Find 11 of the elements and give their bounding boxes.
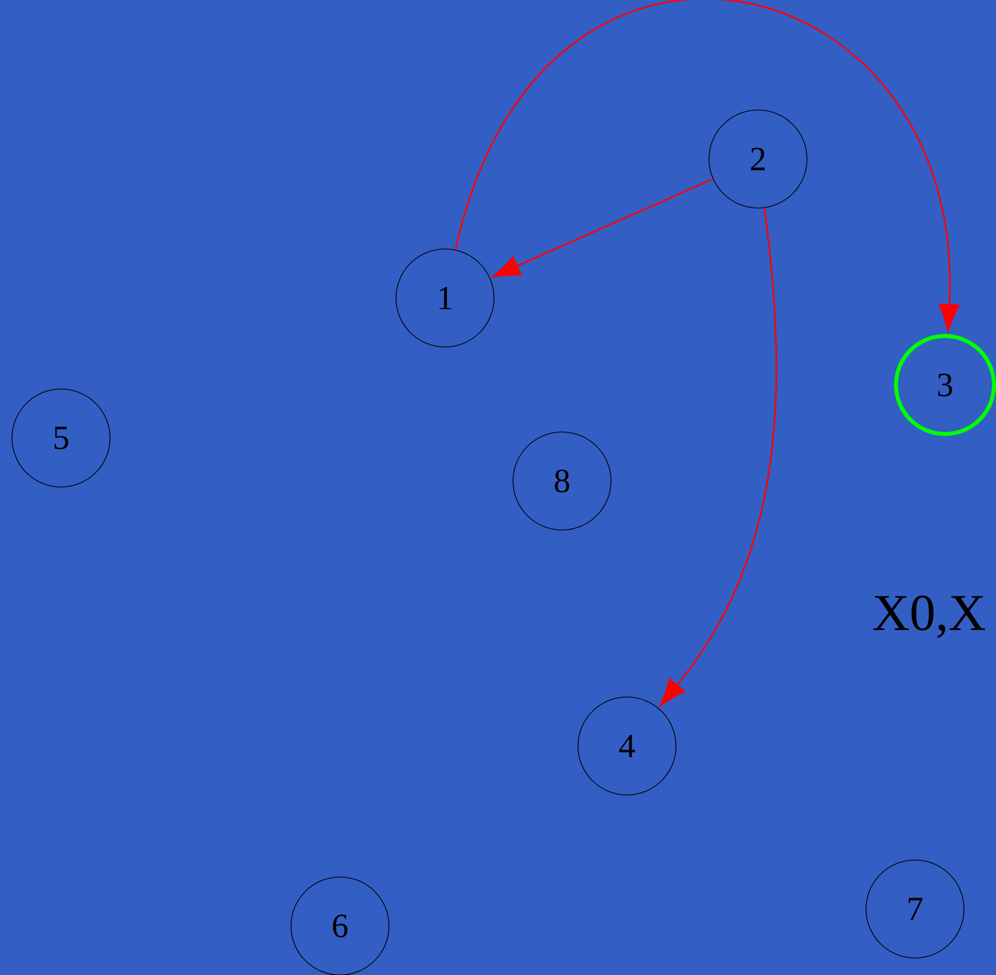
- circle-node: 8: [512, 432, 612, 530]
- circle-node: 4: [578, 696, 676, 796]
- circle-node: 2: [708, 110, 808, 208]
- arrow: [660, 208, 777, 706]
- circle-node: 7: [866, 860, 964, 958]
- circle-node: 3: [894, 334, 996, 436]
- text-label: X0,X: [873, 596, 985, 638]
- arrow: [454, 0, 960, 332]
- arrow: [492, 178, 714, 278]
- circle-node: 1: [396, 248, 494, 348]
- circle-node: 5: [12, 388, 110, 488]
